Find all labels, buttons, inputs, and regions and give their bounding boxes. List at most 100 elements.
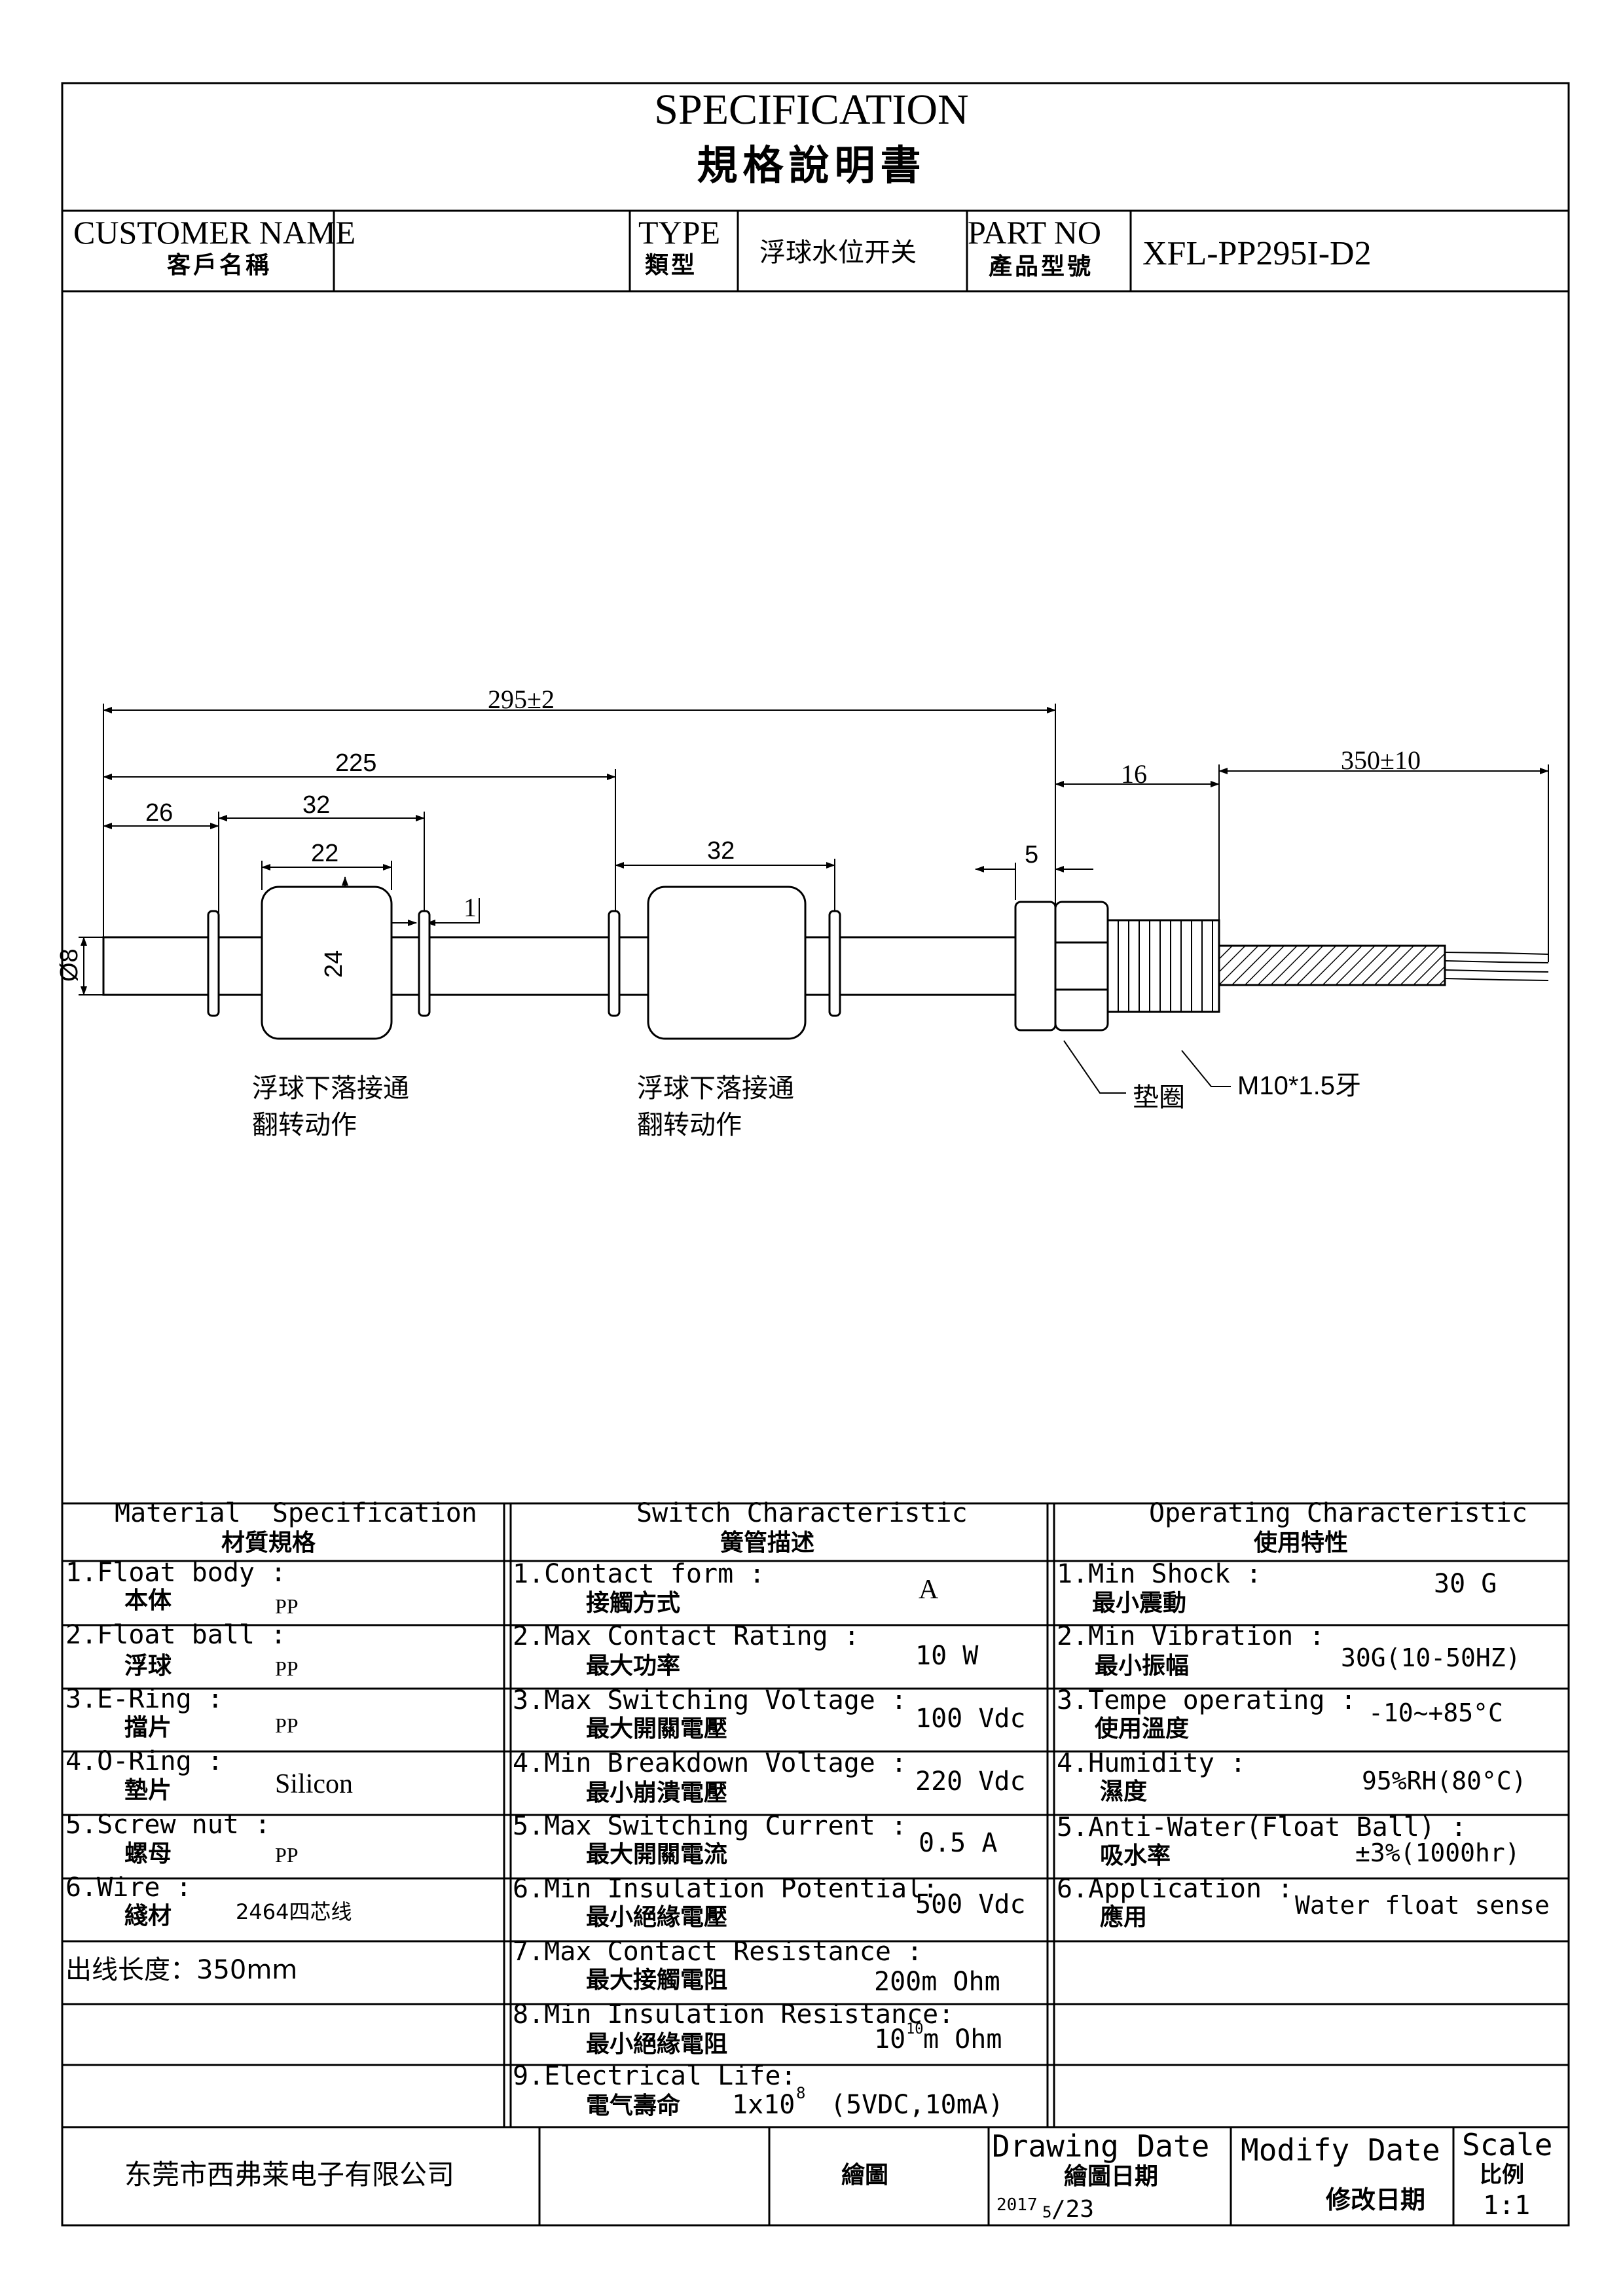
type-label-cn: 類型 — [645, 252, 698, 279]
title-cn: 規格說明書 — [697, 141, 926, 189]
material-row-cn: 綫材 — [124, 1903, 172, 1929]
drawing-dimension-labels-sans: 225 26 32 22 32 5 24 Ø8 — [56, 749, 1038, 982]
switch-row-value: 0.5 A — [919, 1828, 998, 1858]
operating-row-en: 6.Application : — [1057, 1874, 1294, 1904]
switch-row-cn: 最小崩潰電壓 — [586, 1780, 728, 1806]
note-2-line-1: 浮球下落接通 — [637, 1073, 794, 1103]
switch-row-cn: 接觸方式 — [586, 1590, 681, 1617]
switch-row-en: 6.Min Insulation Potential: — [513, 1874, 939, 1904]
type-label-en: TYPE — [638, 214, 720, 251]
material-header-en: Material Specification — [115, 1498, 477, 1528]
material-row-cn: 本体 — [124, 1587, 172, 1614]
operating-row-value: 30 G — [1434, 1569, 1497, 1599]
material-row-en: 4.O-Ring : — [65, 1746, 223, 1776]
operating-row-cn: 濕度 — [1100, 1778, 1148, 1805]
switch-row-cn: 最小絕緣電壓 — [586, 1904, 728, 1931]
company-name: 东莞市西弗莱电子有限公司 — [124, 2159, 455, 2191]
switch-row-en: 4.Min Breakdown Voltage : — [513, 1748, 907, 1778]
drawn-by-label: 繪圖 — [841, 2162, 889, 2189]
float-switch-drawing — [79, 704, 1549, 1094]
operating-header-cn: 使用特性 — [1254, 1530, 1349, 1556]
dim-dia: Ø8 — [56, 948, 83, 982]
switch-row-en: 7.Max Contact Resistance : — [513, 1937, 923, 1967]
material-row-value: PP — [275, 1713, 299, 1737]
material-row-en: 2.Float ball : — [65, 1620, 287, 1650]
switch-row-value: A — [919, 1575, 939, 1605]
cable-length-note: 出线长度：350mm — [65, 1955, 298, 1985]
switch-row-cn: 最大開關電流 — [586, 1841, 728, 1868]
operating-row-cn: 應用 — [1100, 1904, 1148, 1931]
modify-date-label-cn: 修改日期 — [1326, 2185, 1426, 2214]
switch-row-en: 5.Max Switching Current : — [513, 1811, 907, 1841]
switch-row-en: 1.Contact form : — [513, 1559, 765, 1589]
type-value: 浮球水位开关 — [759, 238, 917, 268]
material-row-cn: 螺母 — [124, 1840, 172, 1867]
note-1-line-2: 翻转动作 — [252, 1110, 357, 1140]
switch-row-value: 220 Vdc — [915, 1767, 1026, 1797]
switch-row-value: 500 Vdc — [915, 1890, 1026, 1920]
switch-row-value: 200m Ohm — [874, 1967, 1000, 1997]
drawing-date-day: /23 — [1051, 2196, 1095, 2223]
switch-row-value-exp: 8 — [796, 2084, 806, 2102]
operating-row-value: 95%RH(80°C) — [1362, 1767, 1527, 1795]
operating-row-cn: 最小震動 — [1092, 1590, 1187, 1617]
title-en: SPECIFICATION — [654, 86, 969, 134]
part-label-en: PART NO — [968, 214, 1102, 251]
switch-header-cn: 簧管描述 — [720, 1530, 815, 1556]
dim-16: 16 — [1121, 759, 1147, 789]
operating-row-cn: 最小振幅 — [1095, 1653, 1190, 1679]
switch-row-cn: 最大接觸電阻 — [586, 1967, 728, 1994]
operating-row-cn: 吸水率 — [1100, 1842, 1171, 1869]
material-row-en: 3.E-Ring : — [65, 1684, 223, 1714]
material-row-en: 5.Screw nut : — [65, 1810, 271, 1840]
thread-lines — [1118, 920, 1213, 1012]
switch-row-cn: 最小絕緣電阻 — [586, 2031, 728, 2058]
part-label-cn: 產品型號 — [989, 253, 1094, 280]
note-1-line-1: 浮球下落接通 — [252, 1073, 409, 1103]
drawing-date-label-cn: 繪圖日期 — [1064, 2163, 1159, 2190]
operating-row-value: ±3%(1000hr) — [1355, 1839, 1520, 1867]
washer-label: 垫圈 — [1133, 1083, 1185, 1113]
switch-row-value: m Ohm — [923, 2024, 1002, 2054]
operating-row-value: -10~+85°C — [1368, 1698, 1503, 1727]
material-row-value: Silicon — [275, 1769, 354, 1799]
switch-row-cn: 最大功率 — [586, 1653, 681, 1679]
switch-row-value: 10 W — [915, 1641, 979, 1671]
dim-24: 24 — [320, 950, 348, 978]
switch-row-value: (5VDC,10mA) — [830, 2090, 1004, 2120]
operating-row-en: 5.Anti-Water(Float Ball) : — [1057, 1812, 1467, 1842]
dim-5: 5 — [1025, 841, 1038, 869]
operating-row-en: 1.Min Shock : — [1057, 1559, 1262, 1589]
material-row-cn: 擋片 — [124, 1714, 172, 1741]
dim-22: 22 — [311, 840, 338, 867]
material-row-en: 6.Wire : — [65, 1873, 192, 1903]
switch-row-en: 8.Min Insulation Resistance: — [513, 2000, 955, 2030]
operating-row-value: 30G(10-50HZ) — [1341, 1643, 1521, 1672]
operating-row-cn: 使用溫度 — [1095, 1715, 1190, 1742]
material-row-cn: 墊片 — [124, 1777, 172, 1804]
scale-label-cn: 比例 — [1480, 2162, 1524, 2188]
dim-225: 225 — [335, 749, 376, 777]
dim-26: 26 — [145, 799, 173, 827]
drawing-dimension-labels: 295±2 16 350±10 1 — [464, 685, 1421, 922]
customer-label-en: CUSTOMER NAME — [73, 214, 356, 251]
switch-row-cn: 最大開關電壓 — [586, 1715, 728, 1742]
drawing-notes: 浮球下落接通 翻转动作 浮球下落接通 翻转动作 垫圈 M10*1.5牙 — [252, 1071, 1361, 1140]
switch-header-en: Switch Characteristic — [636, 1498, 968, 1528]
operating-row-en: 2.Min Vibration : — [1057, 1621, 1325, 1651]
switch-row-en: 2.Max Contact Rating : — [513, 1621, 860, 1651]
drawing-date-year: 2017 — [996, 2195, 1038, 2215]
customer-label-cn: 客戶名稱 — [167, 252, 272, 279]
part-value: XFL-PP295I-D2 — [1142, 235, 1372, 272]
material-row-value: PP — [275, 1657, 299, 1680]
switch-row-en: 9.Electrical Life: — [513, 2061, 797, 2091]
operating-row-value: Water float sense — [1295, 1891, 1550, 1920]
dim-1: 1 — [464, 893, 477, 922]
operating-row-en: 4.Humidity : — [1057, 1748, 1246, 1778]
switch-row-value-base: 10 — [874, 2024, 906, 2054]
material-row-value: PP — [275, 1594, 299, 1618]
material-row-en: 1.Float body : — [65, 1558, 287, 1588]
note-2-line-2: 翻转动作 — [637, 1110, 742, 1140]
drawing-date-label-en: Drawing Date — [992, 2128, 1210, 2164]
